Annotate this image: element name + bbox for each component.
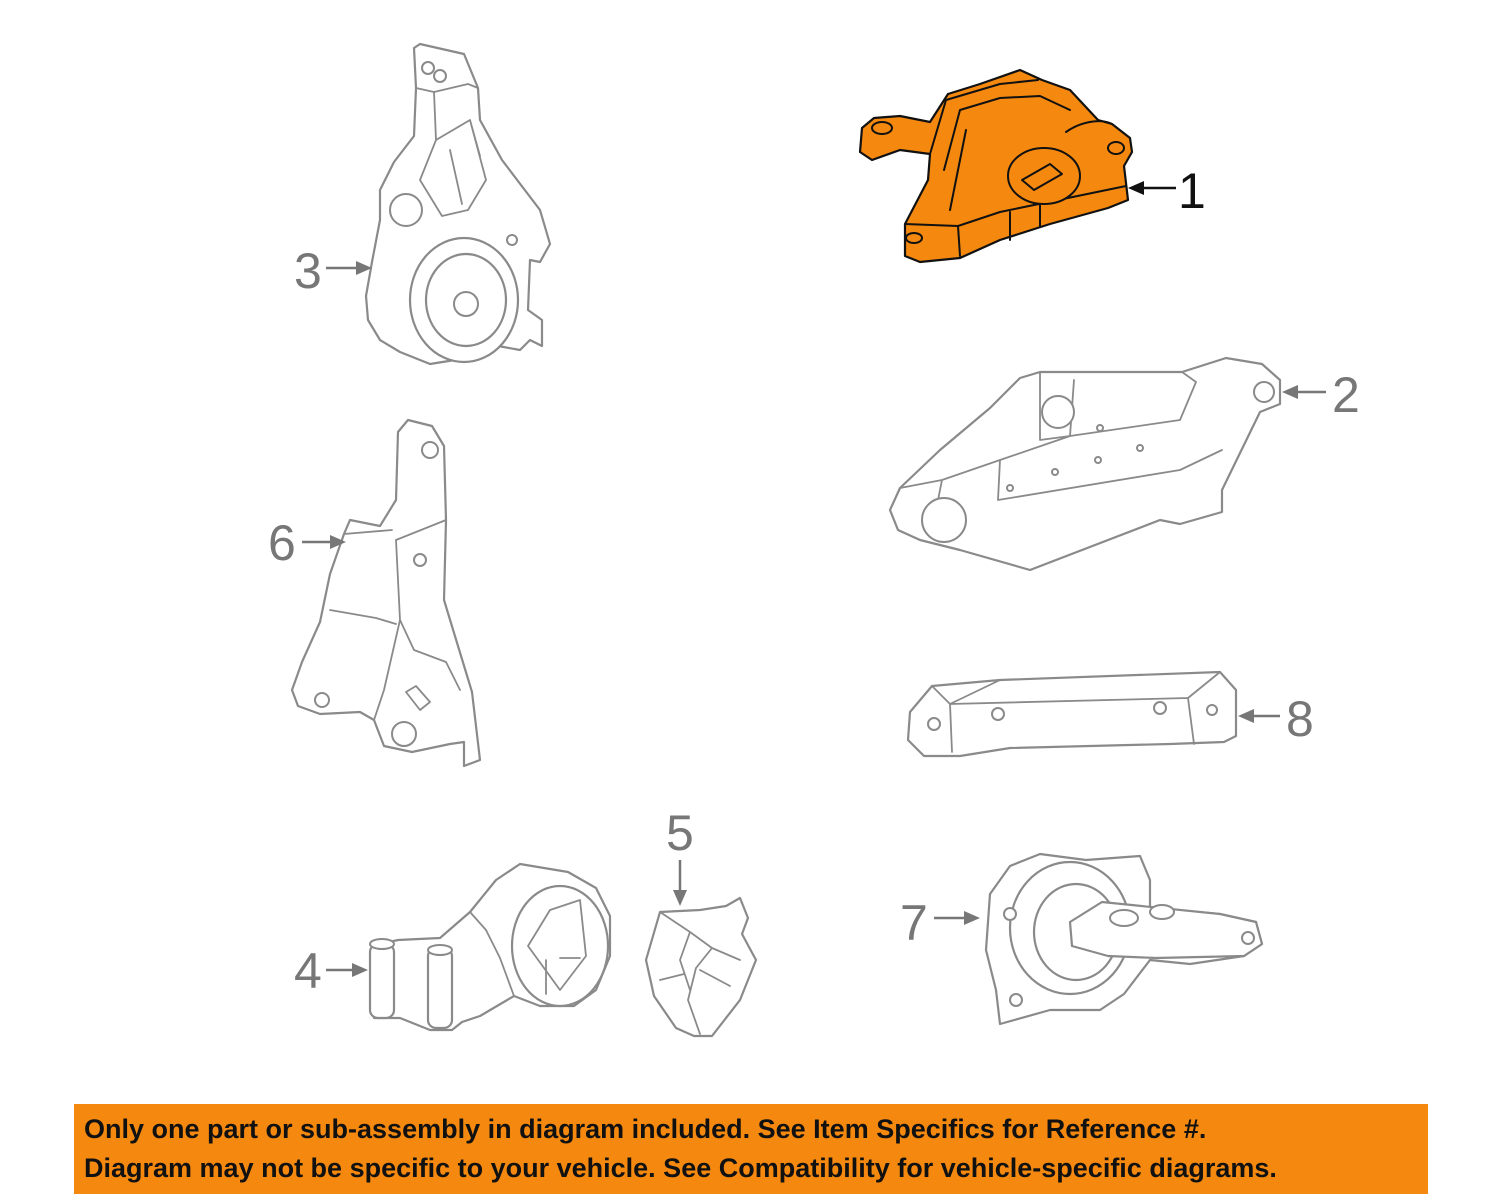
callout-3: 3: [294, 243, 372, 299]
callout-2: 2: [1282, 367, 1360, 423]
part-6-mount-bracket[interactable]: [290, 418, 482, 768]
disclaimer-banner: Only one part or sub-assembly in diagram…: [74, 1104, 1428, 1194]
disclaimer-line-2: Diagram may not be specific to your vehi…: [84, 1153, 1277, 1183]
callout-7-arrowhead: [964, 911, 980, 925]
callout-1: 1: [1128, 163, 1206, 219]
callout-2-label: 2: [1332, 367, 1360, 423]
callout-3-label: 3: [294, 243, 322, 299]
callout-5-label: 5: [666, 805, 694, 861]
callout-5-arrowhead: [673, 890, 687, 906]
callout-4: 4: [294, 943, 368, 999]
callout-8-label: 8: [1286, 691, 1314, 747]
callout-6-label: 6: [268, 515, 296, 571]
callout-8-arrowhead: [1238, 709, 1254, 723]
callout-7: 7: [900, 895, 980, 951]
callout-3-arrowhead: [356, 261, 372, 275]
callout-2-arrowhead: [1282, 385, 1298, 399]
callout-1-label: 1: [1178, 163, 1206, 219]
callout-6: 6: [268, 515, 346, 571]
callout-1-arrowhead: [1128, 181, 1144, 195]
callout-4-arrowhead: [352, 963, 368, 977]
part-3-mount-bracket[interactable]: [364, 42, 552, 366]
part-5-heat-shield[interactable]: [644, 896, 758, 1038]
callout-6-arrowhead: [330, 535, 346, 549]
callout-8: 8: [1238, 691, 1314, 747]
disclaimer-line-1: Only one part or sub-assembly in diagram…: [84, 1114, 1207, 1144]
callout-5: 5: [666, 805, 694, 906]
callout-7-label: 7: [900, 895, 928, 951]
part-1-engine-mount[interactable]: [858, 68, 1134, 264]
part-2-transmission-mount-bracket[interactable]: [888, 356, 1282, 572]
part-4-mount-assembly[interactable]: [368, 862, 612, 1032]
callout-4-label: 4: [294, 943, 322, 999]
part-7-mount-assembly[interactable]: [984, 852, 1264, 1026]
part-8-mount-bracket[interactable]: [906, 670, 1238, 758]
